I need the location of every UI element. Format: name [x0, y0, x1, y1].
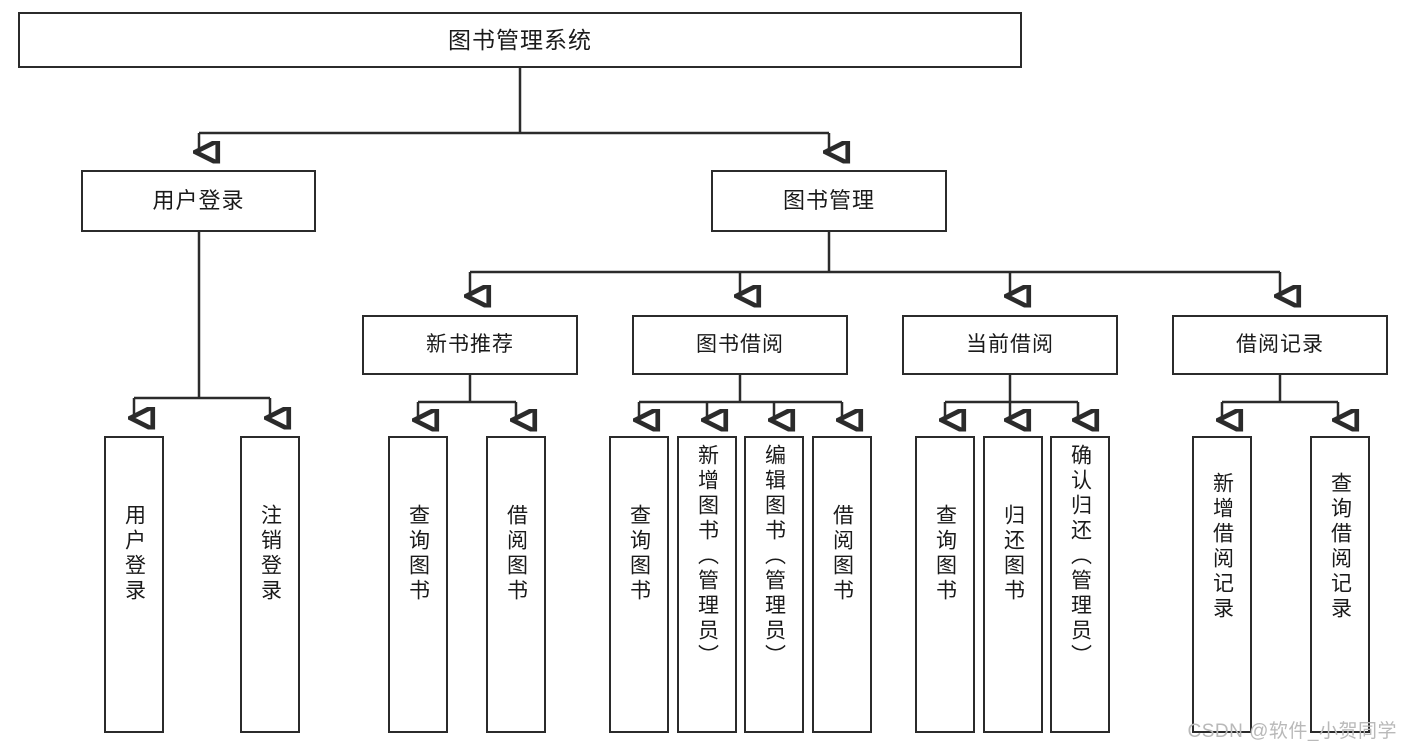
- node-label: 查询借阅记录: [1328, 472, 1352, 622]
- node-label: 编辑图书（管理员）: [762, 444, 786, 669]
- node-label: 确认归还（管理员）: [1068, 444, 1092, 669]
- node-label: 借阅图书: [830, 504, 854, 604]
- node-label: 当前借阅: [966, 332, 1054, 356]
- node-label: 用户登录: [122, 504, 146, 604]
- node-book-manage[interactable]: 图书管理: [711, 170, 947, 232]
- node-current-borrow[interactable]: 当前借阅: [902, 315, 1118, 375]
- leaf-query-book-2[interactable]: 查询图书: [609, 436, 669, 733]
- leaf-add-book[interactable]: 新增图书（管理员）: [677, 436, 737, 733]
- node-label: 新增图书（管理员）: [695, 444, 719, 669]
- leaf-query-book-3[interactable]: 查询图书: [915, 436, 975, 733]
- node-label: 借阅记录: [1236, 332, 1324, 356]
- node-new-book-recommend[interactable]: 新书推荐: [362, 315, 578, 375]
- node-label: 新书推荐: [426, 332, 514, 356]
- node-book-borrow[interactable]: 图书借阅: [632, 315, 848, 375]
- node-user-login[interactable]: 用户登录: [81, 170, 316, 232]
- node-label: 查询图书: [627, 504, 651, 604]
- node-label: 用户登录: [152, 188, 245, 214]
- leaf-query-record[interactable]: 查询借阅记录: [1310, 436, 1370, 733]
- node-label: 注销登录: [258, 504, 282, 604]
- node-label: 借阅图书: [504, 504, 528, 604]
- leaf-borrow-book-1[interactable]: 借阅图书: [486, 436, 546, 733]
- leaf-logout-login[interactable]: 注销登录: [240, 436, 300, 733]
- csdn-watermark: CSDN @软件_小贺同学: [1187, 721, 1397, 742]
- leaf-return-book[interactable]: 归还图书: [983, 436, 1043, 733]
- node-label: 图书管理: [782, 188, 875, 214]
- leaf-query-book-1[interactable]: 查询图书: [388, 436, 448, 733]
- leaf-add-record[interactable]: 新增借阅记录: [1192, 436, 1252, 733]
- node-borrow-record[interactable]: 借阅记录: [1172, 315, 1388, 375]
- node-root-book-management-system[interactable]: 图书管理系统: [18, 12, 1022, 68]
- node-label: 查询图书: [933, 504, 957, 604]
- node-label: 新增借阅记录: [1210, 472, 1234, 622]
- node-label: 查询图书: [406, 504, 430, 604]
- node-label: 图书借阅: [696, 332, 784, 356]
- node-label: 归还图书: [1001, 504, 1025, 604]
- leaf-borrow-book-2[interactable]: 借阅图书: [812, 436, 872, 733]
- leaf-user-login[interactable]: 用户登录: [104, 436, 164, 733]
- leaf-confirm-return[interactable]: 确认归还（管理员）: [1050, 436, 1110, 733]
- leaf-edit-book[interactable]: 编辑图书（管理员）: [744, 436, 804, 733]
- node-label: 图书管理系统: [448, 26, 592, 53]
